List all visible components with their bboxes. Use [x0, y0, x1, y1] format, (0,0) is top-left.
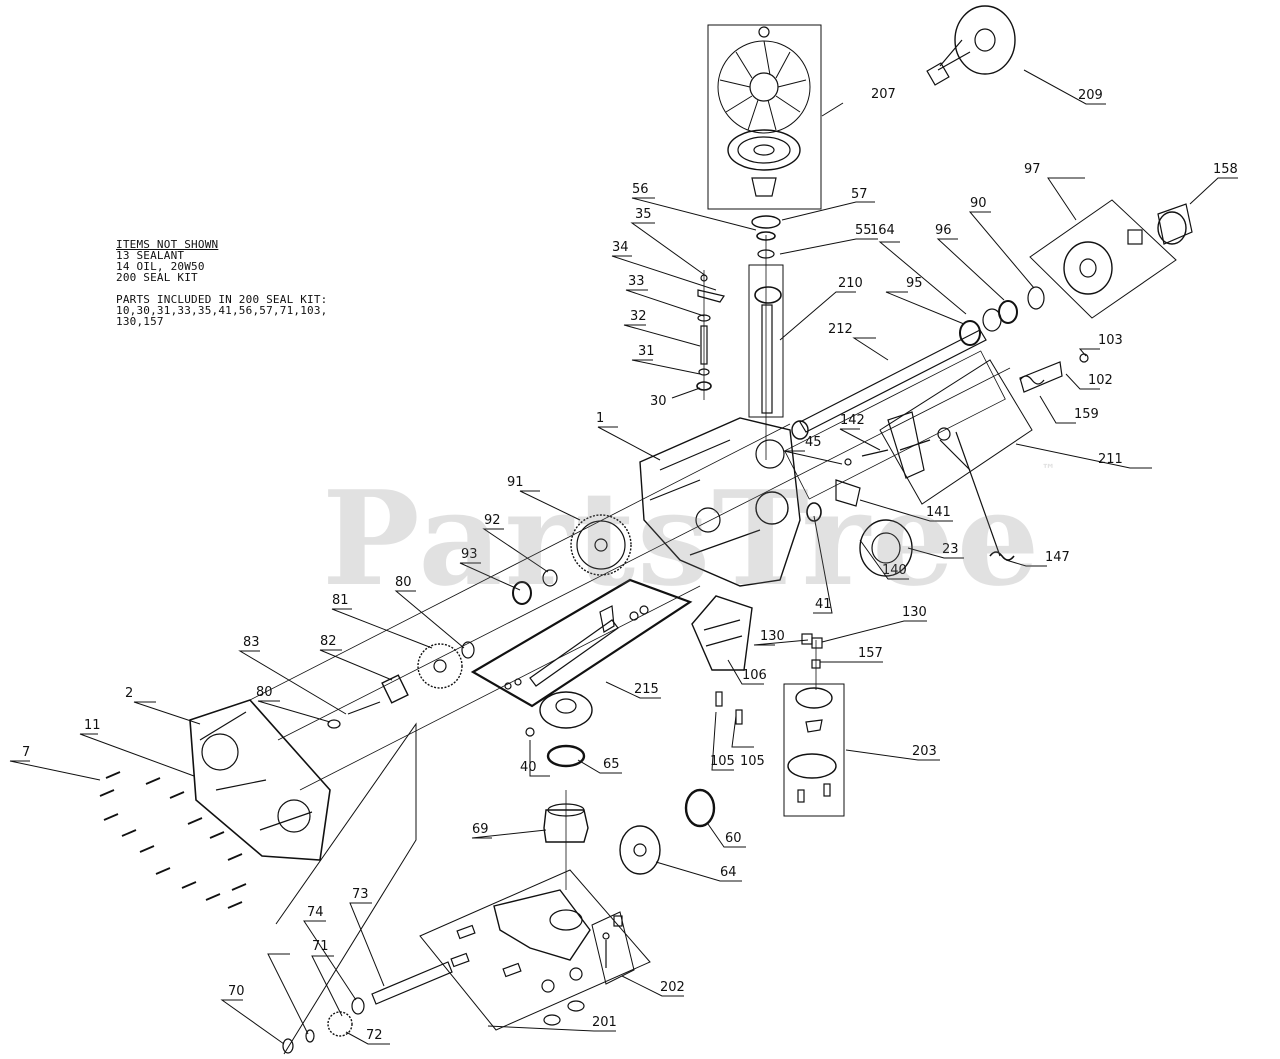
callout-label: 64: [720, 865, 737, 880]
callout-label: 147: [1045, 550, 1070, 565]
seal-kit-line: 10,30,31,33,35,41,56,57,71,103,: [116, 304, 328, 317]
callout-label: 157: [858, 646, 883, 661]
callout-label: 201: [592, 1015, 617, 1030]
callout-label: 23: [942, 542, 959, 557]
callout-label: 209: [1078, 88, 1103, 103]
callout-labels: 1 2 7 11 23 30 31 32 33 34 35 40 41 45 5…: [22, 87, 1238, 1043]
callout-label: 32: [630, 309, 647, 324]
callout-label: 82: [320, 634, 337, 649]
callout-label: 102: [1088, 373, 1113, 388]
callout-label: 140: [882, 563, 907, 578]
callout-label: 211: [1098, 452, 1123, 467]
callout-label: 35: [635, 207, 652, 222]
callout-label: 30: [650, 394, 667, 409]
callout-label: 83: [243, 635, 260, 650]
callout-label: 80: [256, 685, 273, 700]
callout-label: 105: [740, 754, 765, 769]
callout-label: 70: [228, 984, 245, 999]
callout-label: 56: [632, 182, 649, 197]
callout-label: 96: [935, 223, 952, 238]
items-not-shown-title: ITEMS NOT SHOWN: [116, 238, 219, 251]
callout-label: 11: [84, 718, 101, 733]
callout-label: 31: [638, 344, 655, 359]
callout-label: 60: [725, 831, 742, 846]
callout-label: 106: [742, 668, 767, 683]
callout-label: 92: [484, 513, 501, 528]
callout-label: 164: [870, 223, 895, 238]
callout-label: 97: [1024, 162, 1041, 177]
notes-block: ITEMS NOT SHOWN 13 SEALANT 14 OIL, 20W50…: [116, 239, 328, 327]
watermark-trademark: ™: [1041, 462, 1058, 478]
seal-kit-title: PARTS INCLUDED IN 200 SEAL KIT:: [116, 293, 328, 306]
callout-label: 41: [815, 597, 832, 612]
callout-label: 65: [603, 757, 620, 772]
callout-label: 81: [332, 593, 349, 608]
callout-label: 202: [660, 980, 685, 995]
callout-label: 95: [906, 276, 923, 291]
callout-label: 72: [366, 1028, 383, 1043]
callout-label: 45: [805, 435, 822, 450]
callout-label: 34: [612, 240, 629, 255]
callout-label: 130: [902, 605, 927, 620]
callout-label: 69: [472, 822, 489, 837]
callout-label: 159: [1074, 407, 1099, 422]
callout-label: 210: [838, 276, 863, 291]
callout-label: 90: [970, 196, 987, 211]
callout-label: 203: [912, 744, 937, 759]
callout-label: 2: [125, 686, 133, 701]
callout-label: 1: [596, 411, 604, 426]
callout-label: 142: [840, 413, 865, 428]
callout-label: 103: [1098, 333, 1123, 348]
callout-label: 57: [851, 187, 868, 202]
note-line: 200 SEAL KIT: [116, 271, 198, 284]
callout-label: 55: [855, 223, 872, 238]
callout-label: 207: [871, 87, 896, 102]
callout-label: 71: [312, 939, 329, 954]
callout-label: 158: [1213, 162, 1238, 177]
callout-label: 105: [710, 754, 735, 769]
callout-label: 73: [352, 887, 369, 902]
callout-label: 80: [395, 575, 412, 590]
callout-label: 93: [461, 547, 478, 562]
seal-kit-line: 130,157: [116, 315, 164, 328]
note-line: 14 OIL, 20W50: [116, 260, 205, 273]
callout-label: 33: [628, 274, 645, 289]
watermark: PartsTree™: [322, 462, 1057, 615]
callout-label: 130: [760, 629, 785, 644]
callout-label: 215: [634, 682, 659, 697]
callout-label: 40: [520, 760, 537, 775]
callout-label: 7: [22, 745, 30, 760]
note-line: 13 SEALANT: [116, 249, 185, 262]
callout-label: 74: [307, 905, 324, 920]
watermark-text: PartsTree: [322, 462, 1042, 615]
callout-label: 141: [926, 505, 951, 520]
callout-label: 212: [828, 322, 853, 337]
callout-label: 91: [507, 475, 524, 490]
